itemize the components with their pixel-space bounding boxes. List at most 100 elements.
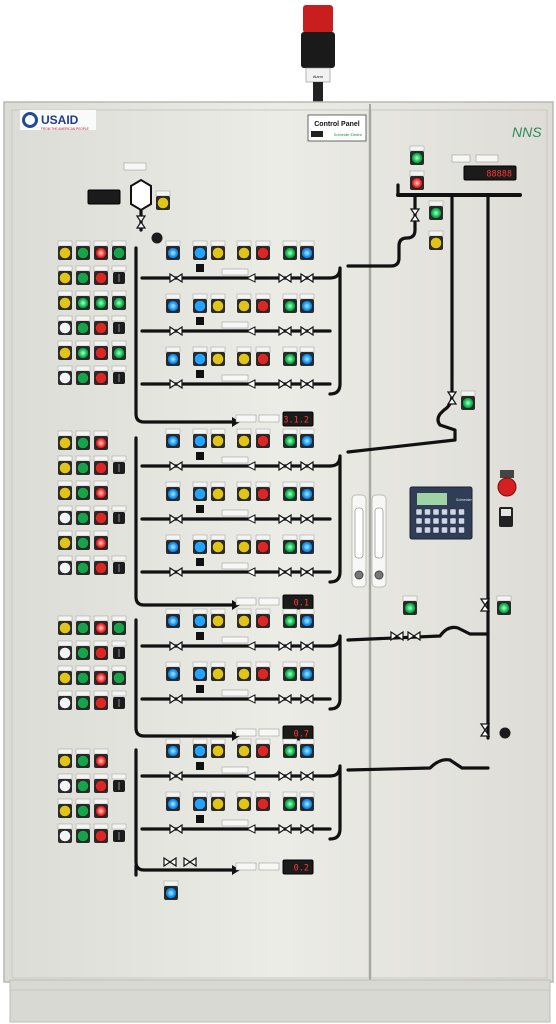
hmi-key <box>441 508 448 516</box>
label-tag <box>221 509 249 517</box>
valve-symbol <box>278 823 292 835</box>
digital-meter <box>87 189 121 205</box>
label-tag <box>221 374 249 382</box>
green-pilot-light <box>75 240 91 260</box>
white-pilot-light <box>57 690 73 710</box>
valve-symbol <box>409 208 421 222</box>
green-pilot-light-lit <box>282 534 298 554</box>
valve-symbol <box>278 378 292 390</box>
valve-symbol <box>169 823 183 835</box>
green-pilot-light-lit <box>282 738 298 758</box>
valve-symbol <box>446 391 458 405</box>
red-pilot-light-lit <box>93 798 109 818</box>
indicator-dot <box>499 727 511 739</box>
selector-switch <box>111 640 127 659</box>
red-pilot-light <box>93 640 109 660</box>
red-pilot-light-lit <box>93 748 109 768</box>
blue-pilot-light-lit <box>165 738 181 758</box>
digital-meter: 0.2 <box>282 859 314 875</box>
hmi-key <box>449 526 457 534</box>
green-pilot-light-lit <box>409 145 425 165</box>
red-pilot-light <box>255 240 271 260</box>
red-pilot-light <box>255 346 271 366</box>
valve-symbol <box>278 693 292 705</box>
hmi-brand: Schneider <box>456 498 473 502</box>
yellow-pilot-light <box>57 290 73 310</box>
valve-symbol <box>300 640 314 652</box>
usaid-tagline: FROM THE AMERICAN PEOPLE <box>41 127 89 131</box>
valve-symbol <box>163 856 177 868</box>
blue-pilot-light-lit <box>299 240 315 260</box>
valve-symbol <box>135 215 147 229</box>
hmi-key <box>441 517 448 525</box>
red-pilot-light <box>93 555 109 575</box>
meter-readout: 0.2 <box>294 864 309 874</box>
green-pilot-light-lit <box>282 791 298 811</box>
yellow-pilot-light <box>236 293 252 313</box>
blue-pilot-light-lit <box>165 293 181 313</box>
green-pilot-light-lit <box>75 340 91 360</box>
yellow-pilot-light <box>428 230 444 250</box>
selector-switch <box>111 555 127 574</box>
red-pilot-light <box>255 661 271 681</box>
green-pilot-light-lit <box>402 595 418 615</box>
yellow-pilot-light <box>210 738 226 758</box>
blue-pilot-light-lit <box>165 481 181 501</box>
beacon-label: Alarm <box>313 74 324 79</box>
blue-pilot-light-lit <box>299 661 315 681</box>
valve-symbol <box>169 693 183 705</box>
mode-indicator <box>196 632 204 640</box>
yellow-pilot-light <box>57 615 73 635</box>
red-pilot-light-lit <box>93 530 109 550</box>
blue-pilot-light-lit <box>165 791 181 811</box>
green-pilot-light-lit <box>496 595 512 615</box>
label-tag <box>258 597 280 606</box>
blue-pilot-light-lit <box>165 240 181 260</box>
mode-indicator <box>196 558 204 566</box>
green-pilot-light <box>75 505 91 525</box>
blue-pilot-light <box>192 428 208 448</box>
hmi-key <box>424 517 431 525</box>
red-pilot-light-lit <box>93 615 109 635</box>
valve-symbol <box>278 566 292 578</box>
digital-meter: 3.1.2 <box>282 411 314 427</box>
red-pilot-light <box>255 791 271 811</box>
filter-symbol <box>130 178 152 212</box>
blue-pilot-light <box>192 240 208 260</box>
red-pilot-light <box>93 823 109 843</box>
door-handles <box>351 494 387 588</box>
red-pilot-light-lit <box>93 480 109 500</box>
red-pilot-light <box>93 265 109 285</box>
hmi-key <box>432 508 440 516</box>
white-pilot-light <box>57 505 73 525</box>
green-pilot-light-lit <box>428 200 444 220</box>
valve-symbol <box>169 566 183 578</box>
yellow-pilot-light <box>57 480 73 500</box>
yellow-pilot-light <box>210 534 226 554</box>
valve-symbol <box>183 856 197 868</box>
valve-symbol <box>300 823 314 835</box>
yellow-pilot-light <box>236 240 252 260</box>
valve-symbol <box>278 770 292 782</box>
white-pilot-light <box>57 365 73 385</box>
meter-readout: 0.1 <box>294 599 309 609</box>
usaid-wordmark: USAID <box>41 113 79 127</box>
red-pilot-light <box>255 534 271 554</box>
valve-symbol <box>278 513 292 525</box>
yellow-pilot-light <box>57 530 73 550</box>
valve-symbol <box>278 640 292 652</box>
white-pilot-light <box>57 315 73 335</box>
hmi-key <box>441 526 448 534</box>
flow-arrow <box>245 461 256 471</box>
label-tag <box>235 728 257 737</box>
white-pilot-light <box>57 773 73 793</box>
yellow-pilot-light <box>210 608 226 628</box>
green-pilot-light <box>75 265 91 285</box>
green-pilot-light <box>75 555 91 575</box>
blue-pilot-light-lit <box>299 791 315 811</box>
yellow-pilot-light <box>210 661 226 681</box>
red-pilot-light-lit <box>409 170 425 190</box>
blue-pilot-light <box>192 293 208 313</box>
green-pilot-light-lit <box>282 428 298 448</box>
